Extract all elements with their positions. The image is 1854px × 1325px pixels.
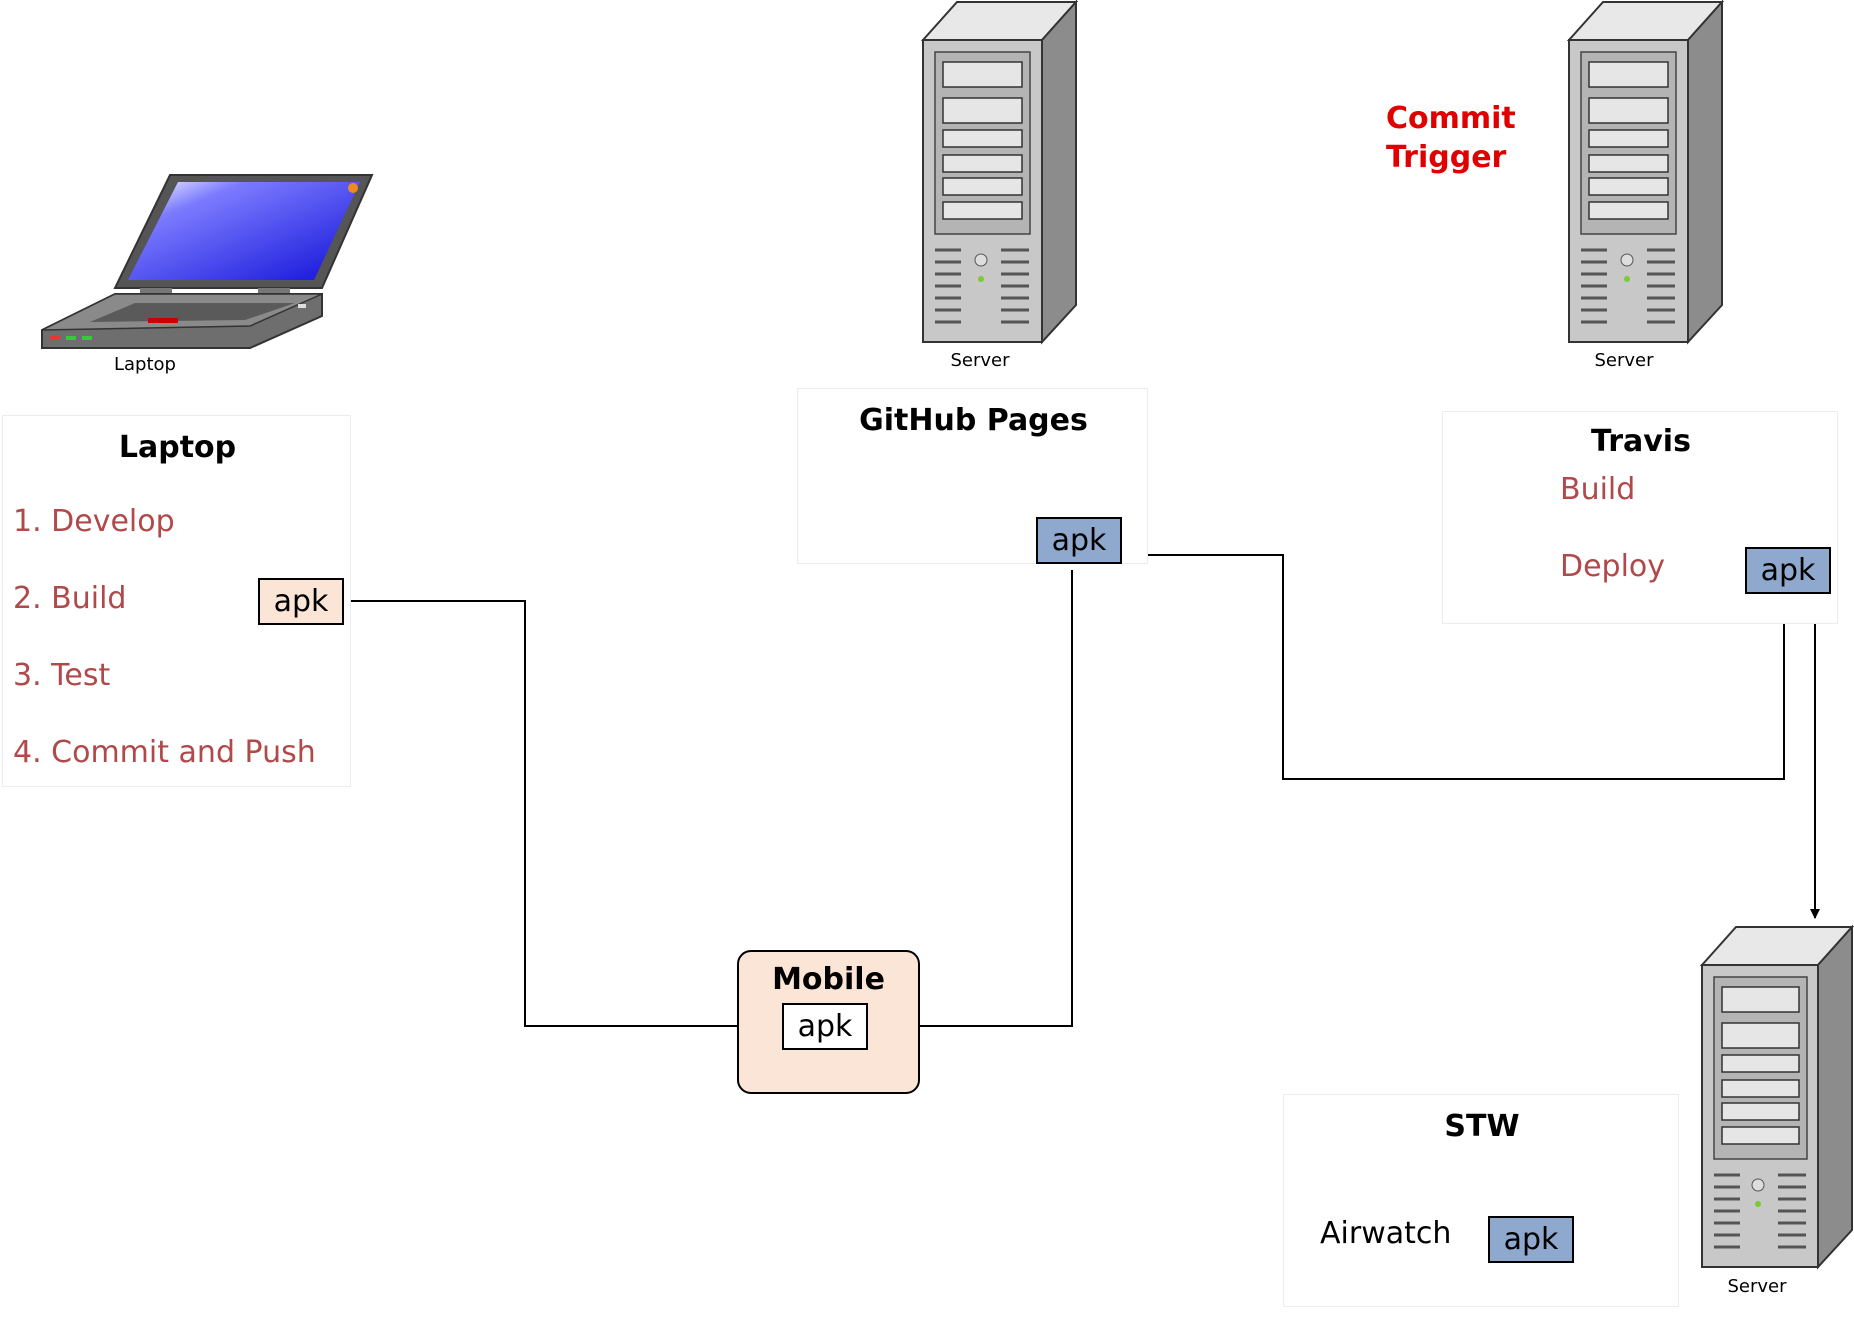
- travis-server-label: Server: [1594, 350, 1654, 371]
- travis-step-deploy: Deploy: [1560, 549, 1666, 584]
- airwatch-label: Airwatch: [1320, 1216, 1452, 1251]
- laptop-device-label: Laptop: [114, 354, 176, 375]
- laptop-panel-title: Laptop: [118, 430, 237, 465]
- mobile-panel-title: Mobile: [772, 962, 885, 997]
- github-apk-to-mobile-connector: [866, 570, 1073, 1031]
- stw-panel-title: STW: [1444, 1109, 1520, 1144]
- travis-step-build: Build: [1560, 472, 1636, 507]
- stw-apk-box: apk: [1488, 1216, 1574, 1263]
- step-commit-push: 4. Commit and Push: [13, 735, 316, 770]
- commit-trigger-label: Commit Trigger: [1386, 99, 1516, 177]
- laptop-apk-to-mobile-connector: [343, 600, 784, 1031]
- github-server-icon: [921, 0, 1079, 345]
- github-pages-title: GitHub Pages: [859, 403, 1088, 438]
- mobile-panel: Mobile: [737, 950, 920, 1094]
- commit-trigger-line1: Commit: [1386, 101, 1516, 136]
- github-server-label: Server: [950, 350, 1010, 371]
- stw-panel: STW Airwatch: [1283, 1094, 1679, 1307]
- laptop-icon: [41, 174, 374, 349]
- mobile-apk-box: apk: [782, 1003, 868, 1050]
- step-test: 3. Test: [13, 658, 111, 693]
- laptop-apk-box: apk: [258, 578, 344, 625]
- step-develop: 1. Develop: [13, 504, 175, 539]
- stw-server-icon: [1700, 925, 1854, 1270]
- travis-server-icon: [1567, 0, 1725, 345]
- commit-trigger-line2: Trigger: [1386, 140, 1507, 175]
- travis-panel-title: Travis: [1591, 424, 1691, 459]
- travis-apk-box: apk: [1745, 547, 1831, 594]
- travis-apk-to-github-connector: [1120, 550, 1785, 780]
- github-apk-box: apk: [1036, 517, 1122, 564]
- stw-server-label: Server: [1727, 1276, 1787, 1297]
- step-build: 2. Build: [13, 581, 127, 616]
